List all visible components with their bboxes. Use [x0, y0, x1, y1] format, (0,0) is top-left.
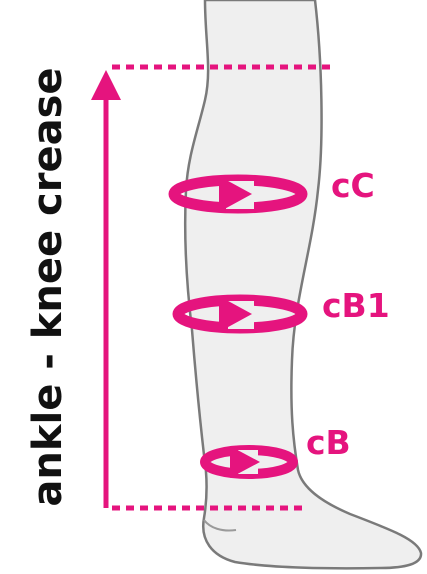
label-cb1: cB1	[322, 286, 390, 325]
measurement-arrow-head	[91, 70, 121, 100]
leg-silhouette	[185, 0, 421, 568]
measurement-axis-label: ankle - knee crease	[25, 67, 71, 506]
label-cc: cC	[331, 166, 375, 205]
label-cb: cB	[306, 423, 351, 462]
